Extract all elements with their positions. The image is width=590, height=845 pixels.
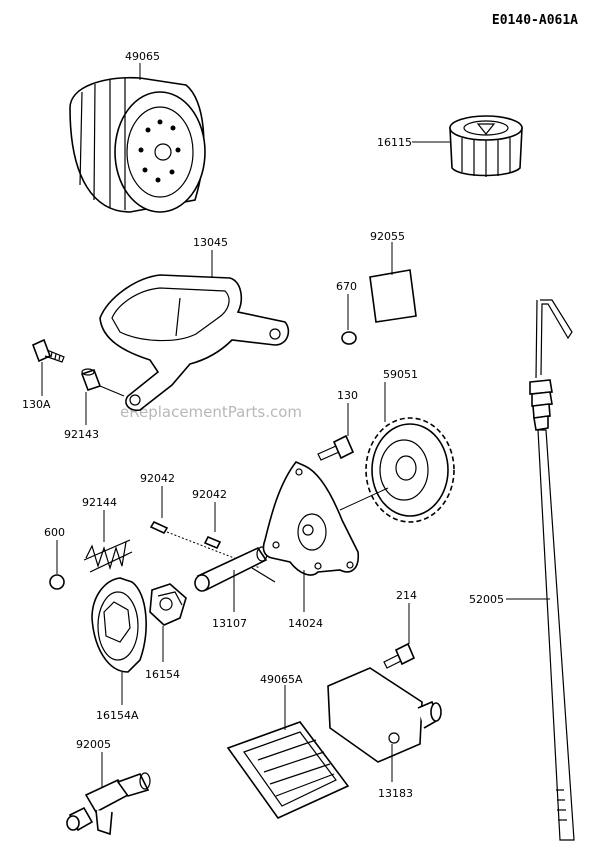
bolt-130a (31, 338, 65, 363)
label-spring: 92144 (82, 496, 117, 509)
label-pin-left: 92042 (140, 472, 175, 485)
gasket (369, 269, 417, 323)
label-inner-rotor: 16154 (145, 668, 180, 681)
bolt-130 (317, 434, 355, 461)
o-ring (341, 331, 357, 345)
label-oil-pan: 13045 (193, 236, 228, 249)
spring (83, 539, 133, 573)
oil-filler-cap (449, 115, 523, 177)
label-o-ring: 670 (336, 280, 357, 293)
fitting (66, 772, 151, 836)
oil-filter (69, 76, 206, 213)
pin-left (149, 520, 169, 535)
label-outer-rotor: 16154A (96, 709, 139, 722)
watermark: eReplacementParts.com (120, 403, 302, 421)
collar (80, 368, 102, 392)
pump-cover (262, 461, 360, 576)
plate (327, 667, 442, 763)
outer-rotor (91, 577, 147, 673)
drawing-code: E0140-A061A (492, 13, 578, 28)
label-oil-filter: 49065 (125, 50, 160, 63)
inner-rotor (149, 583, 187, 626)
label-screen: 49065A (260, 673, 303, 686)
label-bolt-130: 130 (337, 389, 358, 402)
leader-collar-assembly (99, 385, 125, 397)
screen (226, 721, 350, 820)
bolt-214 (383, 642, 416, 669)
dipstick (529, 299, 575, 841)
oil-pan (99, 274, 290, 412)
label-plate: 13183 (378, 787, 413, 800)
gear (365, 417, 455, 523)
label-pin-right: 92042 (192, 488, 227, 501)
label-bolt-130a: 130A (22, 398, 51, 411)
label-shaft: 13107 (212, 617, 247, 630)
leader-pump-cover-assembly (339, 487, 389, 511)
label-pump-cover: 14024 (288, 617, 323, 630)
label-fitting: 92005 (76, 738, 111, 751)
label-oil-filler-cap: 16115 (377, 136, 412, 149)
label-ball: 600 (44, 526, 65, 539)
label-bolt-214: 214 (396, 589, 417, 602)
label-gear: 59051 (383, 368, 418, 381)
label-dipstick: 52005 (469, 593, 504, 606)
shaft (194, 546, 276, 592)
pin-right (203, 535, 222, 550)
label-collar: 92143 (64, 428, 99, 441)
label-gasket: 92055 (370, 230, 405, 243)
ball (49, 574, 65, 590)
leader-pin-left-assembly (166, 531, 261, 569)
